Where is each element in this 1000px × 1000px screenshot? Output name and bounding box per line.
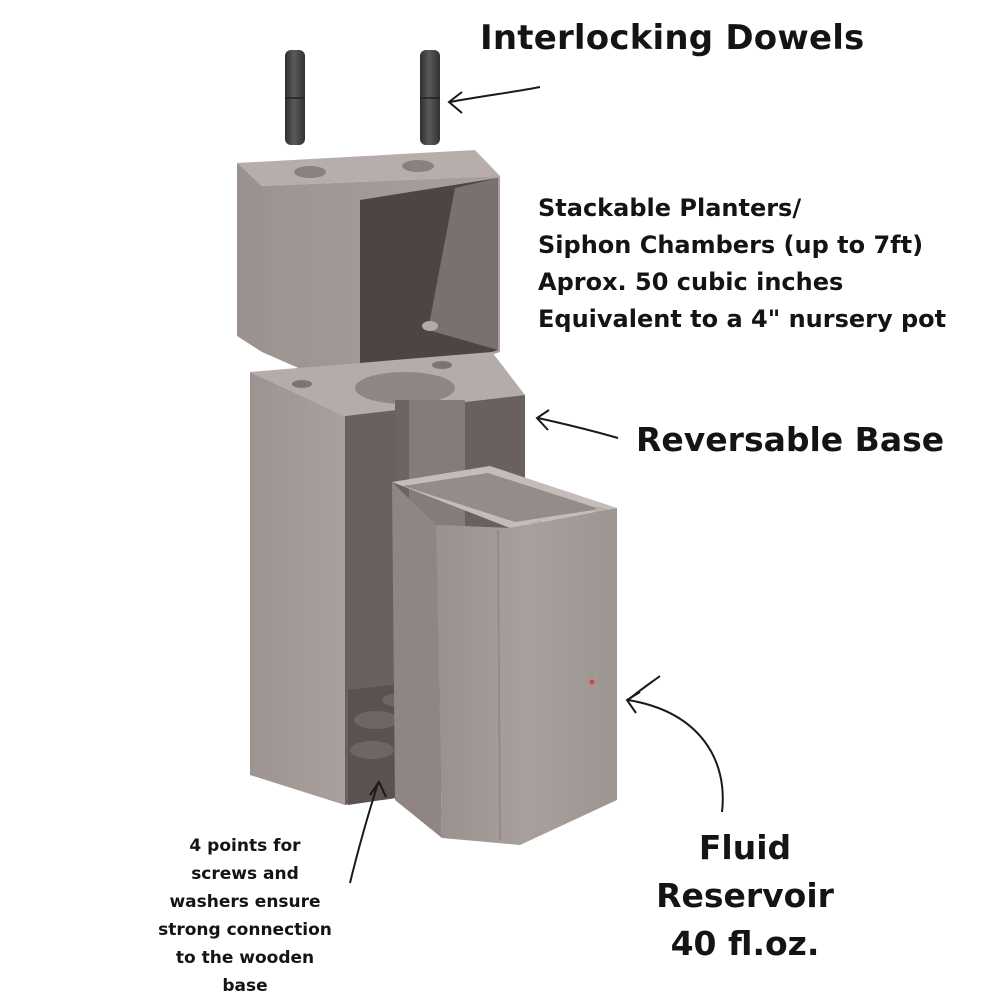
planters-line: Aprox. 50 cubic inches (538, 268, 844, 296)
reservoir-arrow (625, 675, 724, 813)
screws-line: 4 points for (189, 836, 301, 856)
reservoir-line: 40 fl.oz. (670, 924, 820, 963)
screws-line: to the wooden (175, 948, 315, 968)
planters-label: Stackable Planters/ Siphon Chambers (up … (538, 190, 946, 338)
base-label: Reversable Base (636, 420, 945, 459)
screws-line: base (222, 976, 268, 996)
base-arrow (535, 409, 619, 439)
planters-line: Equivalent to a 4" nursery pot (538, 305, 947, 333)
stackable-planter (237, 150, 500, 395)
screws-line: washers ensure (169, 892, 321, 912)
screws-line: strong connection (158, 920, 332, 940)
dowel-left (285, 50, 305, 145)
reservoir-label: Fluid Reservoir 40 fl.oz. (640, 824, 850, 968)
planters-line: Siphon Chambers (up to 7ft) (538, 231, 924, 259)
reservoir-line: Fluid (698, 828, 792, 867)
screws-arrow (349, 779, 387, 884)
reservoir-line: Reservoir (656, 876, 834, 915)
dowel-right (420, 50, 440, 145)
dowels-arrow (447, 86, 541, 114)
fluid-reservoir (392, 466, 617, 845)
screws-label: 4 points for screws and washers ensure s… (140, 832, 350, 1000)
dowels-label: Interlocking Dowels (480, 18, 865, 58)
planters-line: Stackable Planters/ (538, 194, 802, 222)
screws-line: screws and (191, 864, 299, 884)
